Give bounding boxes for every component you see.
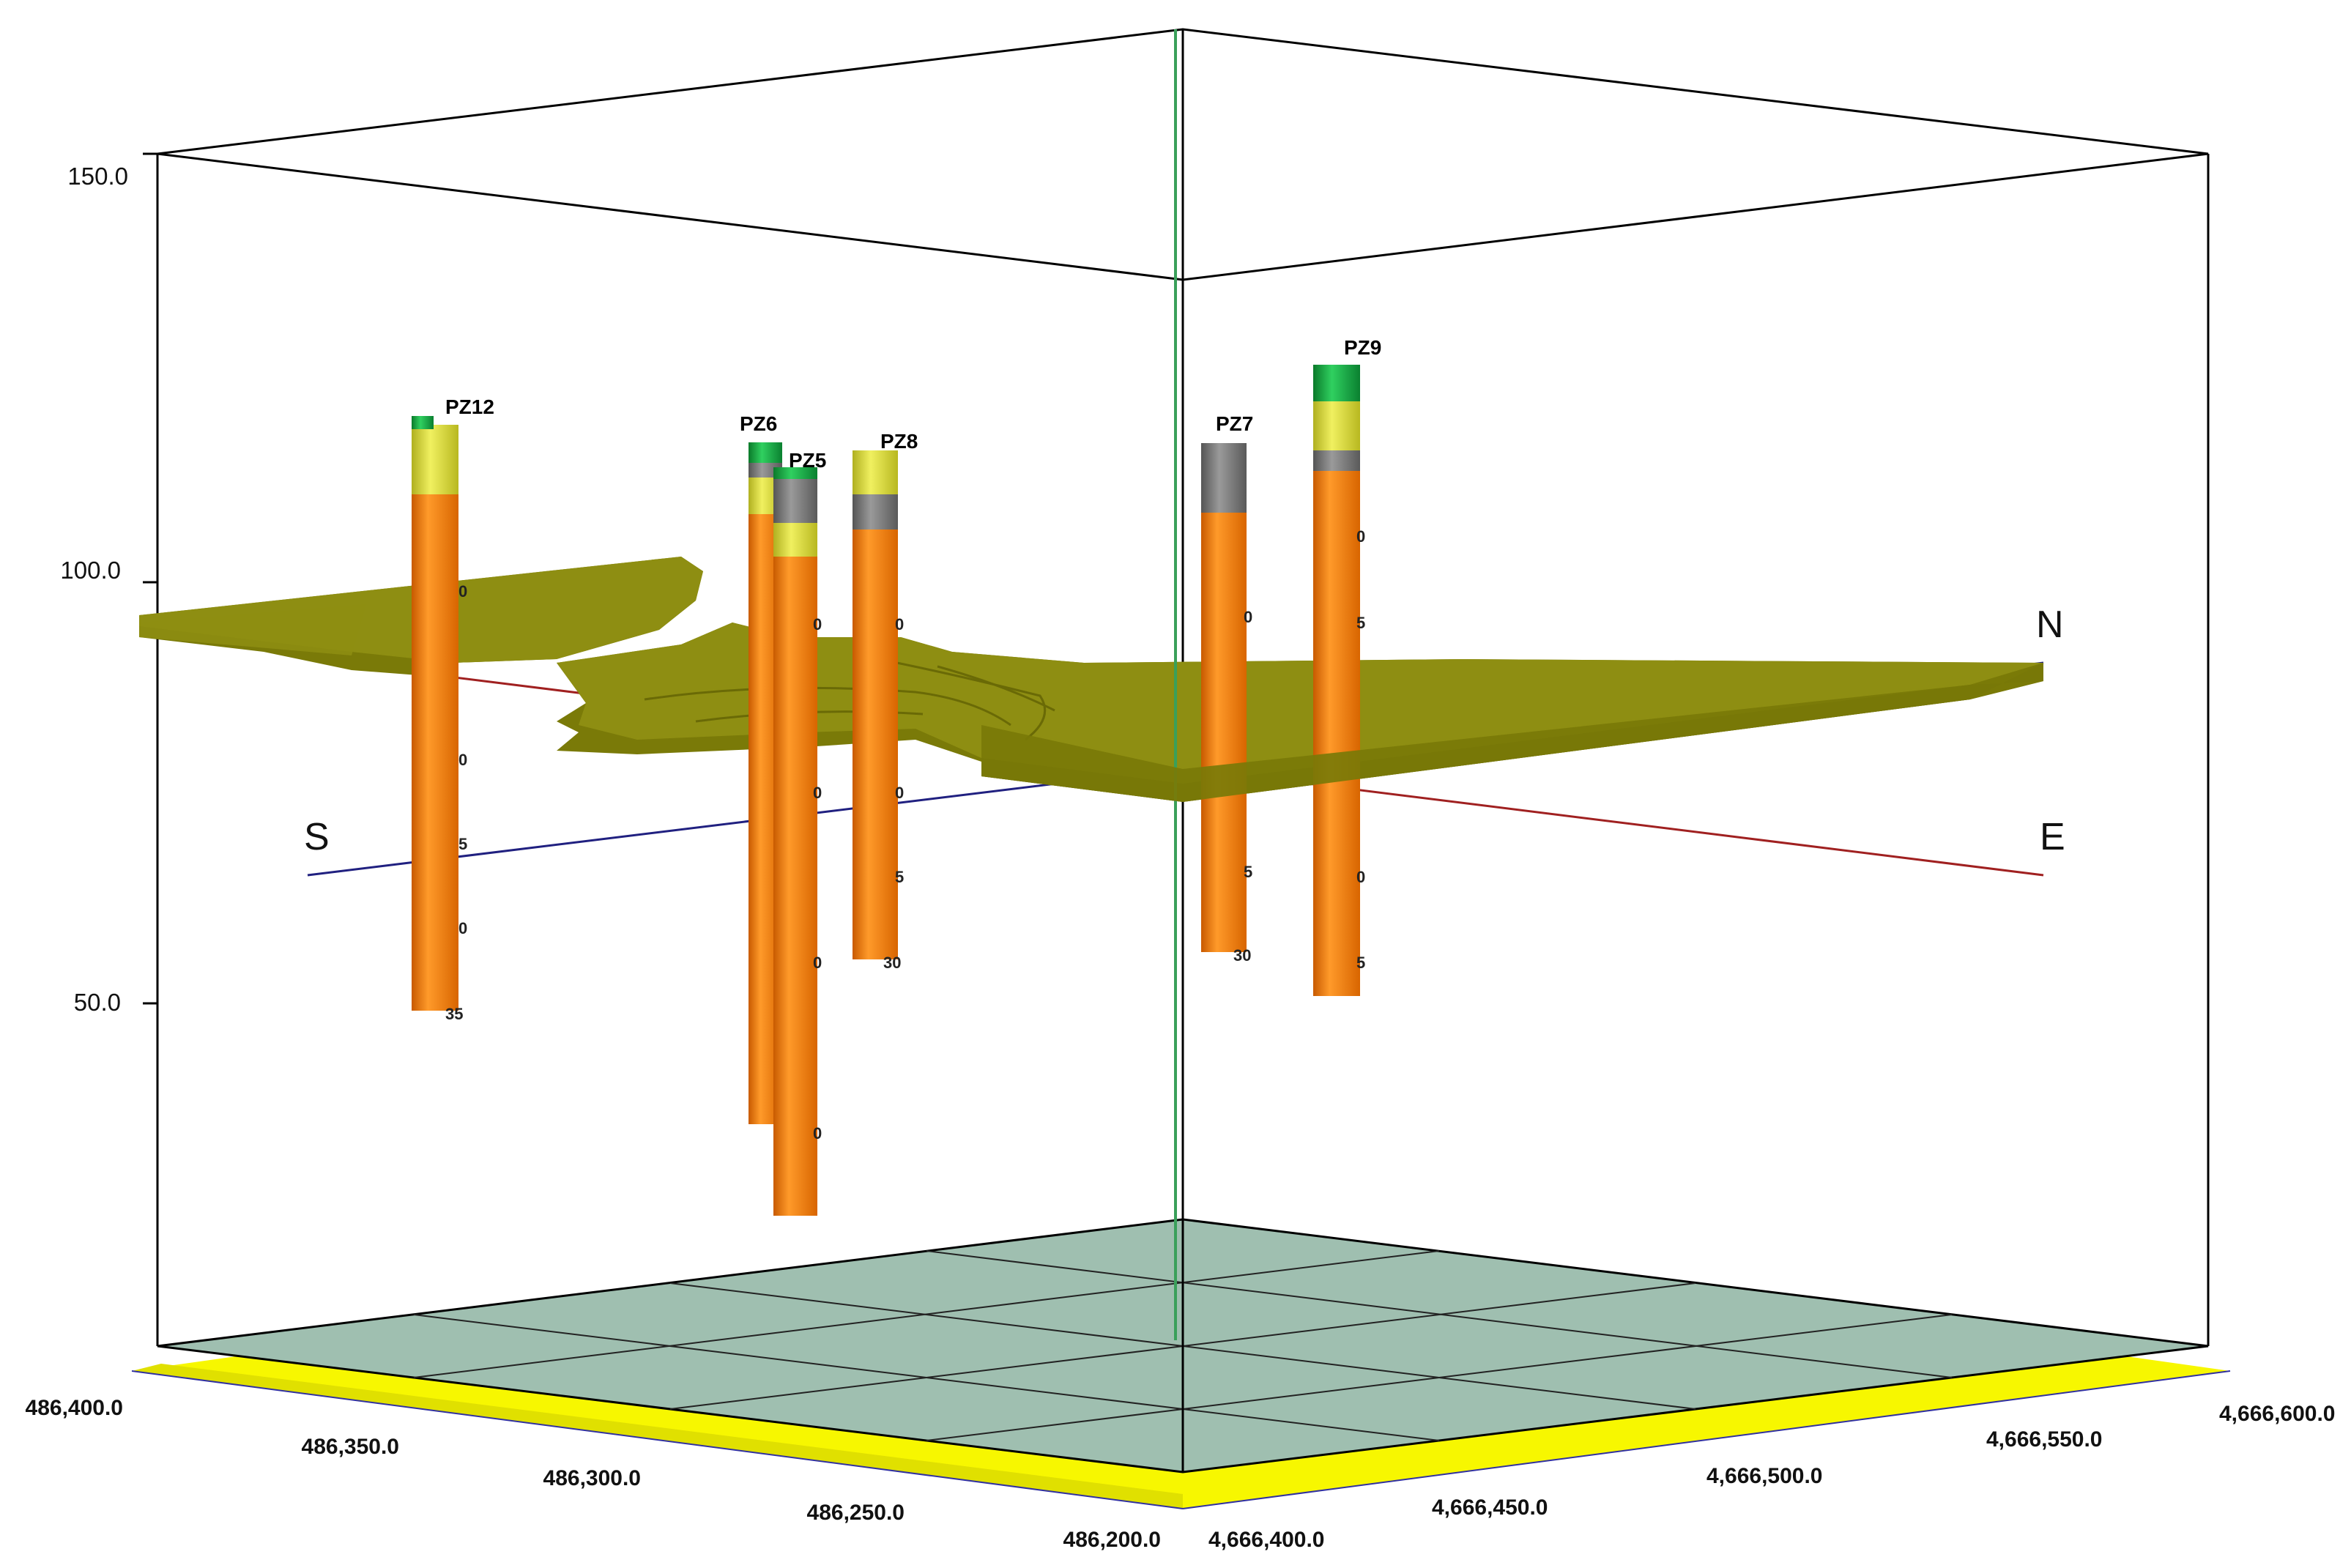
svg-text:0: 0 (1244, 608, 1252, 626)
svg-text:30: 30 (1233, 946, 1251, 965)
bounding-box (156, 28, 2210, 1472)
well-label-pz8: PZ8 (880, 430, 918, 453)
well-label-pz7: PZ7 (1216, 412, 1253, 435)
well-pz5: PZ5 0 0 0 0 (773, 449, 826, 1216)
well-pz12: PZ12 0 0 5 0 35 (412, 395, 494, 1023)
y-tick-4666600: 4,666,600.0 (2219, 1402, 2335, 1426)
svg-text:5: 5 (895, 868, 904, 886)
svg-text:5: 5 (1356, 954, 1365, 972)
well-pz7: PZ7 0 5 30 (1201, 412, 1253, 965)
svg-text:0: 0 (813, 615, 822, 633)
svg-text:0: 0 (458, 751, 467, 769)
well-label-pz9: PZ9 (1344, 336, 1381, 359)
svg-text:0: 0 (1356, 868, 1365, 886)
z-tick-100: 100.0 (60, 557, 121, 584)
svg-text:5: 5 (458, 835, 467, 853)
svg-text:0: 0 (895, 615, 904, 633)
y-axis: 4,666,400.0 4,666,450.0 4,666,500.0 4,66… (1182, 1370, 2335, 1552)
svg-text:35: 35 (445, 1005, 463, 1023)
svg-text:0: 0 (813, 784, 822, 802)
y-tick-4666550: 4,666,550.0 (1986, 1427, 2102, 1452)
well-label-pz6: PZ6 (740, 412, 777, 435)
z-tick-50: 50.0 (74, 989, 121, 1016)
z-axis: 150.0 100.0 50.0 (60, 152, 157, 1016)
svg-text:30: 30 (883, 954, 901, 972)
horizon-surface-front (139, 604, 2043, 802)
svg-text:0: 0 (813, 954, 822, 972)
direction-east: E (2040, 816, 2065, 858)
x-tick-486350: 486,350.0 (302, 1435, 399, 1459)
y-tick-4666500: 4,666,500.0 (1706, 1464, 1822, 1488)
z-tick-150: 150.0 (67, 163, 128, 190)
direction-south: S (304, 816, 330, 858)
well-label-pz5: PZ5 (789, 449, 826, 472)
wells: PZ12 0 0 5 0 35 PZ6 PZ5 0 0 0 0 (412, 336, 1381, 1216)
well-pz9: PZ9 0 5 0 5 (1313, 336, 1381, 996)
x-tick-486400: 486,400.0 (26, 1396, 123, 1420)
y-tick-4666450: 4,666,450.0 (1432, 1495, 1548, 1520)
x-tick-486250: 486,250.0 (807, 1501, 905, 1525)
x-tick-486300: 486,300.0 (543, 1466, 641, 1490)
svg-text:0: 0 (895, 784, 904, 802)
svg-text:0: 0 (458, 919, 467, 937)
x-axis: 486,400.0 486,350.0 486,300.0 486,250.0 … (26, 1370, 1184, 1552)
y-tick-4666400: 4,666,400.0 (1208, 1528, 1324, 1552)
well-pz8: PZ8 0 0 5 30 (853, 430, 918, 972)
svg-text:5: 5 (1244, 863, 1252, 881)
well-label-pz12: PZ12 (445, 395, 494, 418)
svg-text:5: 5 (1356, 614, 1365, 632)
svg-text:0: 0 (1356, 527, 1365, 546)
svg-text:0: 0 (813, 1124, 822, 1142)
direction-north: N (2036, 603, 2064, 646)
x-tick-486200: 486,200.0 (1063, 1528, 1161, 1552)
svg-text:0: 0 (458, 582, 467, 601)
